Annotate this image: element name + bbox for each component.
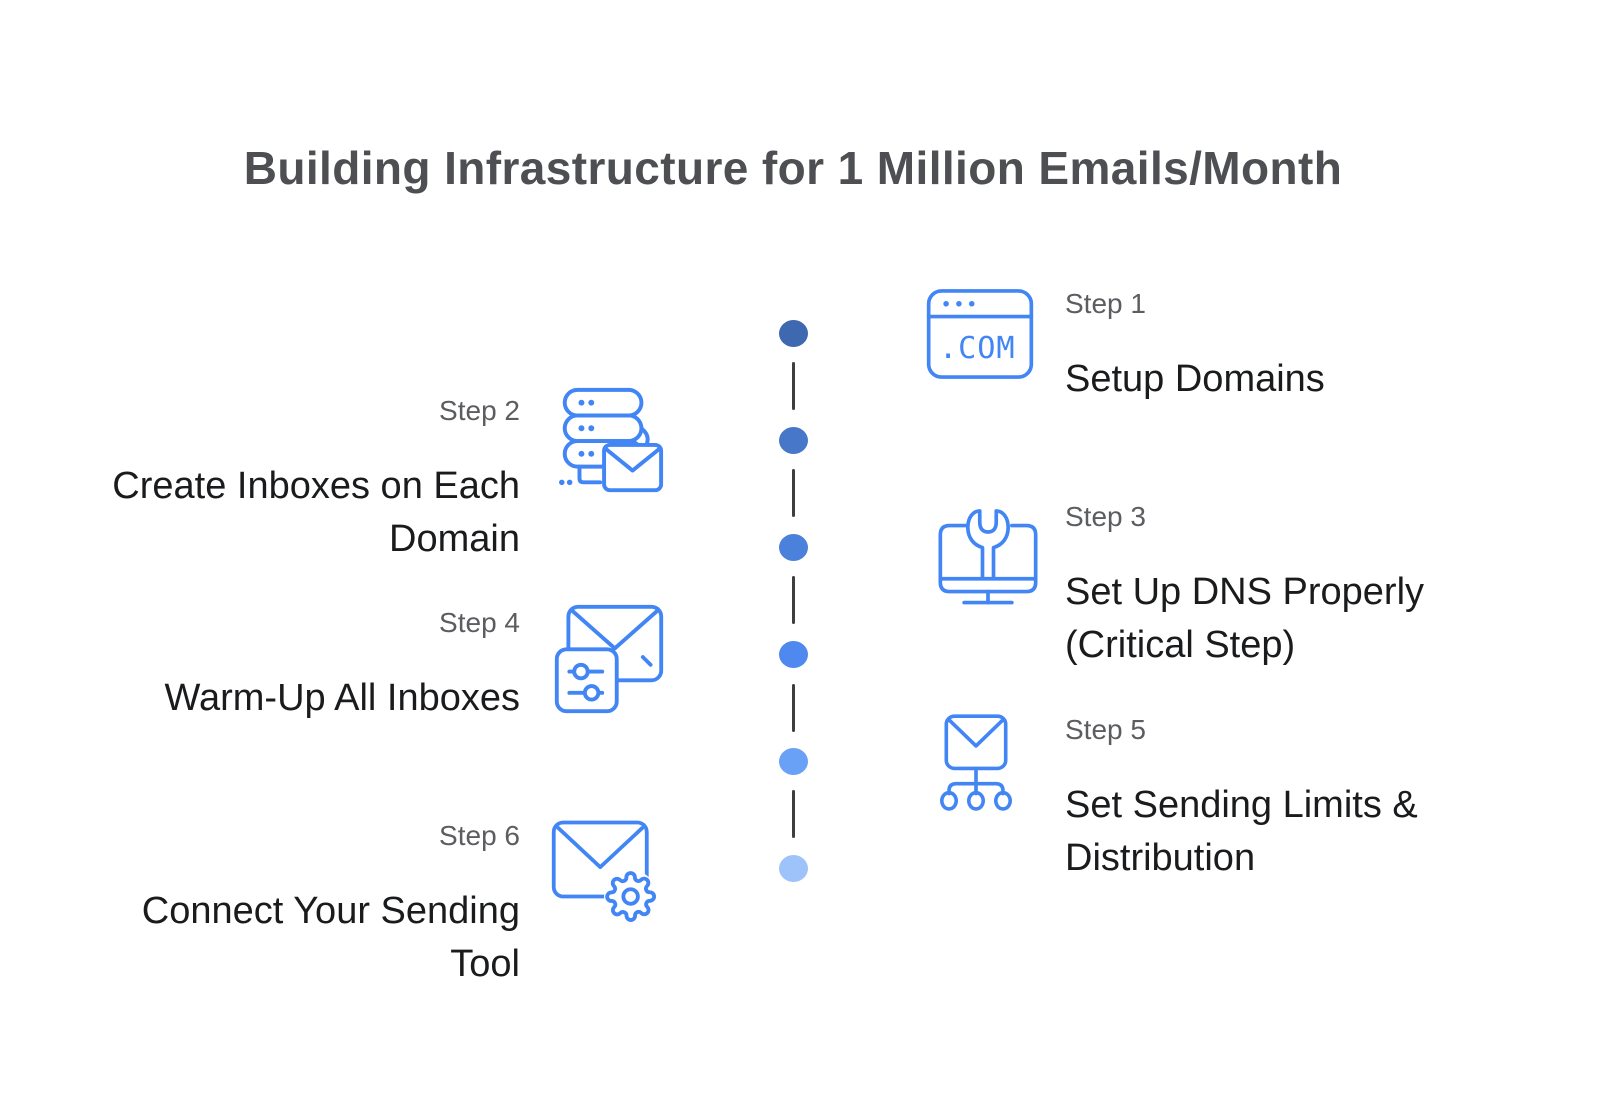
svg-text:.COM: .COM (939, 331, 1016, 366)
timeline-connector (792, 469, 795, 517)
step-title: Warm-Up All Inboxes (164, 677, 520, 719)
step-label: Step 3 (1065, 501, 1146, 532)
timeline-dot-1 (779, 320, 808, 347)
step-title: Create Inboxes on Each Domain (112, 465, 520, 560)
step-title: Connect Your Sending Tool (141, 890, 520, 985)
step-6: Step 6 Connect Your Sending Tool (80, 819, 520, 991)
mail-distribution-icon (931, 710, 1021, 816)
browser-com-icon: .COM (925, 288, 1035, 380)
step-label: Step 1 (1065, 288, 1146, 319)
timeline-dot-2 (779, 427, 808, 454)
step-4: Step 4 Warm-Up All Inboxes (80, 606, 520, 725)
step-1: Step 1 Setup Domains (1065, 287, 1465, 406)
timeline-connector (792, 684, 795, 732)
step-label: Step 2 (439, 395, 520, 426)
step-label: Step 4 (439, 607, 520, 638)
timeline-dot-6 (779, 855, 808, 882)
timeline-dot-3 (779, 534, 808, 561)
step-title: Setup Domains (1065, 358, 1325, 400)
step-5: Step 5 Set Sending Limits & Distribution (1065, 713, 1475, 885)
page-title: Building Infrastructure for 1 Million Em… (243, 141, 1343, 194)
step-3: Step 3 Set Up DNS Properly (Critical Ste… (1065, 500, 1465, 672)
server-mail-icon (549, 384, 667, 502)
timeline-dot-4 (779, 641, 808, 668)
mail-sliders-icon (551, 600, 667, 718)
step-2: Step 2 Create Inboxes on Each Domain (80, 394, 520, 566)
monitor-wrench-icon (933, 498, 1043, 610)
step-label: Step 6 (439, 820, 520, 851)
timeline-connector (792, 576, 795, 624)
timeline-connector (792, 790, 795, 838)
timeline-connector (792, 362, 795, 410)
mail-gear-icon (549, 812, 661, 926)
step-label: Step 5 (1065, 714, 1146, 745)
step-title: Set Sending Limits & Distribution (1065, 784, 1418, 879)
timeline-dot-5 (779, 748, 808, 775)
step-title: Set Up DNS Properly (Critical Step) (1065, 571, 1425, 666)
